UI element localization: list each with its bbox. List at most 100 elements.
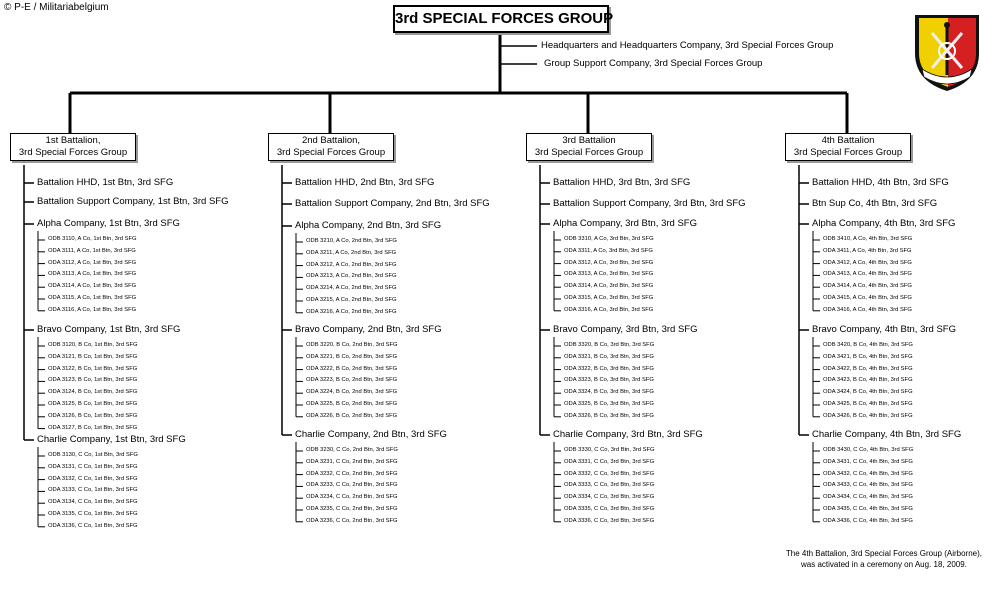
footnote-line-1: The 4th Battalion, 3rd Special Forces Gr… — [785, 549, 982, 558]
team-label: ODA 3322, B Co, 3rd Btn, 3rd SFG — [564, 365, 654, 372]
team-label: ODA 3316, A Co, 3rd Btn, 3rd SFG — [564, 306, 654, 313]
team-label: ODA 3415, A Co, 4th Btn, 3rd SFG — [823, 295, 912, 301]
team-label: ODA 3122, B Co, 1st Btn, 3rd SFG — [48, 365, 138, 372]
team-label: ODA 3324, B Co, 3rd Btn, 3rd SFG — [564, 389, 654, 396]
battalion-title-line-2: 3rd Special Forces Group — [276, 147, 386, 158]
team-label: ODA 3113, A Co, 1st Btn, 3rd SFG — [48, 271, 137, 278]
team-label: ODA 3433, C Co, 4th Btn, 3rd SFG — [823, 482, 913, 489]
team-label: ODA 3213, A Co, 2nd Btn, 3rd SFG — [306, 273, 397, 280]
team-label: ODA 3114, A Co, 1st Btn, 3rd SFG — [48, 283, 137, 290]
hq-unit-gsc: Group Support Company, 3rd Special Force… — [544, 58, 763, 69]
unit-label: Alpha Company, 1st Btn, 3rd SFG — [37, 218, 180, 229]
team-label: ODB 3120, B Co, 1st Btn, 3rd SFG — [48, 342, 138, 348]
team-label: ODA 3421, B Co, 4th Btn, 3rd SFG — [823, 353, 913, 360]
battalion-box-1: 1st Battalion,3rd Special Forces Group — [10, 133, 136, 161]
group-title: 3rd SPECIAL FORCES GROUP — [393, 5, 613, 33]
unit-label: Alpha Company, 3rd Btn, 3rd SFG — [553, 218, 697, 229]
team-label: ODA 3236, C Co, 2nd Btn, 3rd SFG — [306, 517, 398, 524]
team-label: ODA 3226, B Co, 2nd Btn, 3rd SFG — [306, 412, 398, 419]
sf-insignia-icon — [915, 15, 979, 91]
team-label: ODA 3334, C Co, 3rd Btn, 3rd SFG — [564, 494, 655, 501]
team-label: ODA 3321, B Co, 3rd Btn, 3rd SFG — [564, 353, 654, 360]
team-label: ODA 3425, B Co, 4th Btn, 3rd SFG — [823, 401, 913, 407]
team-label: ODA 3131, C Co, 1st Btn, 3rd SFG — [48, 463, 138, 470]
team-label: ODA 3212, A Co, 2nd Btn, 3rd SFG — [306, 261, 397, 268]
team-label: ODA 3426, B Co, 4th Btn, 3rd SFG — [823, 412, 913, 419]
battalion-title-line-2: 3rd Special Forces Group — [534, 147, 644, 158]
team-label: ODB 3130, C Co, 1st Btn, 3rd SFG — [48, 452, 138, 458]
footnote-line-2: was activated in a ceremony on Aug. 18, … — [801, 560, 967, 569]
team-label: ODA 3133, C Co, 1st Btn, 3rd SFG — [48, 487, 138, 494]
team-label: ODB 3430, C Co, 4th Btn, 3rd SFG — [823, 447, 914, 453]
team-label: ODA 3216, A Co, 2nd Btn, 3rd SFG — [306, 308, 397, 315]
team-label: ODA 3123, B Co, 1st Btn, 3rd SFG — [48, 377, 138, 384]
team-label: ODA 3222, B Co, 2nd Btn, 3rd SFG — [306, 365, 398, 372]
unit-label: Charlie Company, 2nd Btn, 3rd SFG — [295, 429, 447, 440]
battalion-title-line-1: 2nd Battalion, — [301, 135, 361, 146]
team-label: ODA 3416, A Co, 4th Btn, 3rd SFG — [823, 306, 912, 313]
team-label: ODA 3233, C Co, 2nd Btn, 3rd SFG — [306, 482, 398, 489]
team-label: ODA 3323, B Co, 3rd Btn, 3rd SFG — [564, 377, 654, 384]
team-label: ODA 3225, B Co, 2nd Btn, 3rd SFG — [306, 401, 398, 407]
team-label: ODB 3220, B Co, 2nd Btn, 3rd SFG — [306, 342, 398, 348]
team-label: ODA 3432, C Co, 4th Btn, 3rd SFG — [823, 470, 913, 477]
unit-label: Battalion HHD, 1st Btn, 3rd SFG — [37, 177, 174, 188]
battalion-box-2: 2nd Battalion,3rd Special Forces Group — [268, 133, 394, 161]
team-label: ODA 3127, B Co, 1st Btn, 3rd SFG — [48, 424, 138, 431]
team-label: ODA 3435, C Co, 4th Btn, 3rd SFG — [823, 506, 913, 512]
team-label: ODA 3115, A Co, 1st Btn, 3rd SFG — [48, 295, 137, 301]
team-label: ODA 3223, B Co, 2nd Btn, 3rd SFG — [306, 377, 398, 384]
team-label: ODA 3214, A Co, 2nd Btn, 3rd SFG — [306, 285, 397, 292]
team-label: ODB 3420, B Co, 4th Btn, 3rd SFG — [823, 342, 913, 348]
battalion-title-line-2: 3rd Special Forces Group — [793, 147, 903, 158]
team-label: ODA 3234, C Co, 2nd Btn, 3rd SFG — [306, 494, 398, 501]
unit-label: Charlie Company, 3rd Btn, 3rd SFG — [553, 429, 703, 440]
team-label: ODA 3314, A Co, 3rd Btn, 3rd SFG — [564, 283, 654, 290]
team-label: ODA 3215, A Co, 2nd Btn, 3rd SFG — [306, 297, 397, 303]
team-label: ODA 3221, B Co, 2nd Btn, 3rd SFG — [306, 353, 398, 360]
copyright-credit: © P-E / Militariabelgium — [4, 2, 109, 13]
battalion-title-line-1: 3rd Battalion — [562, 135, 616, 146]
team-label: ODA 3235, C Co, 2nd Btn, 3rd SFG — [306, 506, 398, 512]
team-label: ODB 3110, A Co, 1st Btn, 3rd SFG — [48, 236, 137, 242]
team-label: ODA 3112, A Co, 1st Btn, 3rd SFG — [48, 259, 137, 266]
team-label: ODA 3136, C Co, 1st Btn, 3rd SFG — [48, 522, 138, 529]
team-label: ODA 3231, C Co, 2nd Btn, 3rd SFG — [306, 458, 398, 465]
team-label: ODA 3336, C Co, 3rd Btn, 3rd SFG — [564, 517, 655, 524]
unit-label: Charlie Company, 1st Btn, 3rd SFG — [37, 434, 186, 445]
team-label: ODA 3312, A Co, 3rd Btn, 3rd SFG — [564, 259, 654, 266]
unit-label: Bravo Company, 2nd Btn, 3rd SFG — [295, 324, 442, 335]
team-label: ODA 3331, C Co, 3rd Btn, 3rd SFG — [564, 458, 655, 465]
team-label: ODA 3412, A Co, 4th Btn, 3rd SFG — [823, 259, 912, 266]
unit-label: Battalion HHD, 2nd Btn, 3rd SFG — [295, 177, 435, 188]
team-label: ODA 3121, B Co, 1st Btn, 3rd SFG — [48, 353, 138, 360]
team-label: ODA 3313, A Co, 3rd Btn, 3rd SFG — [564, 271, 654, 278]
team-label: ODB 3330, C Co, 3rd Btn, 3rd SFG — [564, 447, 655, 453]
unit-label: Alpha Company, 4th Btn, 3rd SFG — [812, 218, 956, 229]
team-label: ODA 3411, A Co, 4th Btn, 3rd SFG — [823, 247, 912, 254]
team-label: ODB 3310, A Co, 3rd Btn, 3rd SFG — [564, 236, 654, 242]
team-label: ODA 3335, C Co, 3rd Btn, 3rd SFG — [564, 506, 655, 512]
team-label: ODA 3125, B Co, 1st Btn, 3rd SFG — [48, 401, 138, 407]
battalion-title-line-1: 4th Battalion — [821, 135, 875, 146]
unit-label: Alpha Company, 2nd Btn, 3rd SFG — [295, 220, 442, 231]
team-label: ODA 3315, A Co, 3rd Btn, 3rd SFG — [564, 295, 654, 301]
unit-label: Charlie Company, 4th Btn, 3rd SFG — [812, 429, 962, 440]
team-label: ODA 3413, A Co, 4th Btn, 3rd SFG — [823, 271, 912, 278]
team-label: ODA 3431, C Co, 4th Btn, 3rd SFG — [823, 458, 913, 465]
team-label: ODA 3232, C Co, 2nd Btn, 3rd SFG — [306, 470, 398, 477]
team-label: ODA 3111, A Co, 1st Btn, 3rd SFG — [48, 247, 136, 254]
team-label: ODB 3230, C Co, 2nd Btn, 3rd SFG — [306, 447, 398, 453]
team-label: ODA 3424, B Co, 4th Btn, 3rd SFG — [823, 389, 913, 396]
unit-label: Btn Sup Co, 4th Btn, 3rd SFG — [812, 198, 938, 209]
team-label: ODA 3126, B Co, 1st Btn, 3rd SFG — [48, 412, 138, 419]
team-label: ODA 3436, C Co, 4th Btn, 3rd SFG — [823, 517, 913, 524]
unit-label: Battalion HHD, 4th Btn, 3rd SFG — [812, 177, 949, 188]
team-label: ODA 3311, A Co, 3rd Btn, 3rd SFG — [564, 247, 653, 254]
team-label: ODA 3333, C Co, 3rd Btn, 3rd SFG — [564, 482, 655, 489]
team-label: ODB 3320, B Co, 3rd Btn, 3rd SFG — [564, 342, 655, 348]
